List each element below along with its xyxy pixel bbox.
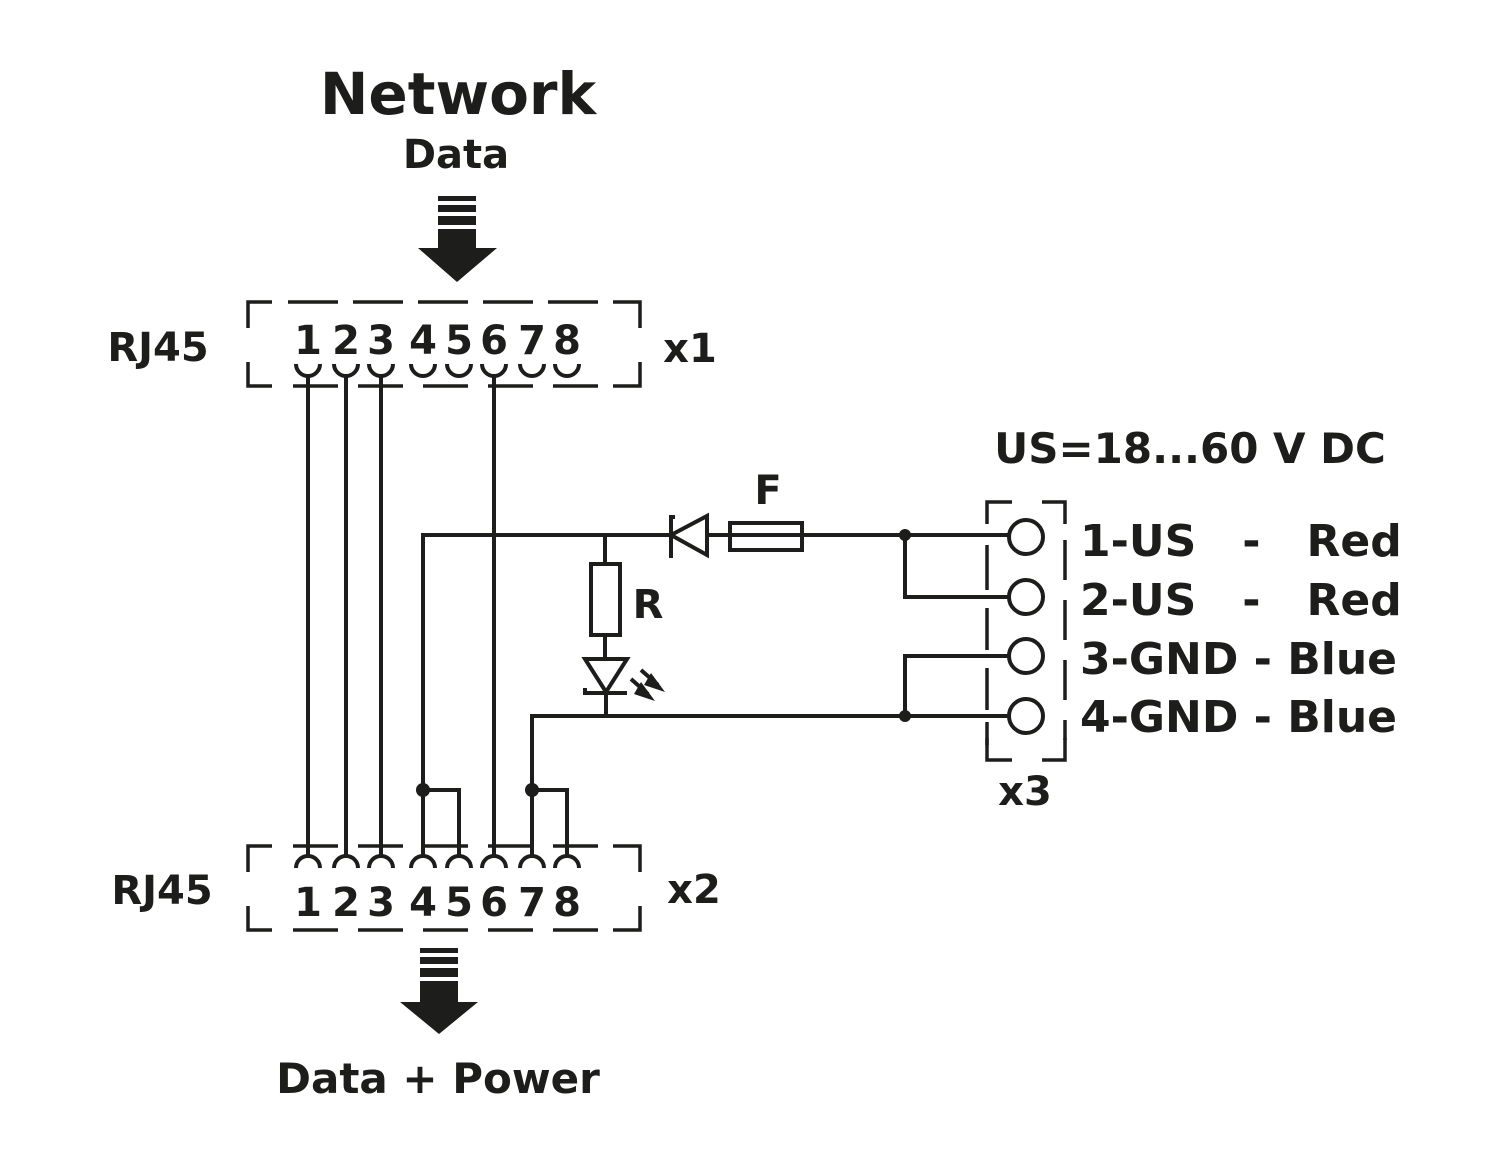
x1-pin-number: 6 [480, 318, 508, 364]
x1-pin-contact [480, 363, 508, 378]
gnd-rail [525, 654, 1009, 856]
connector-x3 [985, 500, 1067, 762]
junction-dot [899, 710, 911, 722]
terminal-label-2: 2-US - Red [1080, 575, 1402, 626]
junction-dot [525, 783, 539, 797]
junction-dot [899, 529, 911, 541]
terminal-4 [1007, 697, 1045, 735]
x1-pin-number: 8 [553, 318, 581, 364]
x2-pin-contact [294, 854, 322, 869]
subtitle-data: Data [403, 132, 509, 178]
led-icon [581, 657, 665, 716]
x2-pin-number: 7 [518, 880, 546, 926]
x1-pin-contact [409, 363, 437, 378]
terminal-2 [1007, 578, 1045, 616]
x1-pin-contact [445, 363, 473, 378]
x1-pin-number: 5 [445, 318, 473, 364]
terminal-1 [1007, 518, 1045, 556]
x2-pin-contact [445, 854, 473, 869]
terminal-labels: 1-US - Red 2-US - Red 3-GND - Blue 4-GND… [1080, 516, 1402, 743]
x1-pin-number: 4 [409, 318, 437, 364]
x2-pin-contact [480, 854, 508, 869]
arrow-down-icon [400, 948, 478, 1034]
bottom-label-data-power: Data + Power [276, 1054, 600, 1103]
title-network: Network [320, 60, 598, 128]
x2-pin-contact [409, 854, 437, 869]
terminal-label-3: 3-GND - Blue [1080, 634, 1397, 685]
x1-pin-number: 3 [367, 318, 395, 364]
data-wires [306, 376, 496, 856]
resistor-symbol [589, 535, 622, 658]
x2-pin-number: 2 [332, 880, 360, 926]
diode-symbol [666, 512, 709, 559]
x2-pin-contact [332, 854, 360, 869]
resistor-label: R [633, 582, 664, 628]
x2-designator: x2 [667, 867, 721, 913]
x2-type-label: RJ45 [111, 868, 212, 914]
x1-type-label: RJ45 [107, 325, 208, 371]
us-rail [416, 529, 1009, 856]
x2-pin-number: 4 [409, 880, 437, 926]
x2-pin-number: 3 [367, 880, 395, 926]
x2-pin-contact [518, 854, 546, 869]
supply-voltage-label: US=18...60 V DC [994, 424, 1386, 473]
terminal-label-4: 4-GND - Blue [1080, 692, 1397, 743]
x1-pin-contact [332, 363, 360, 378]
x2-pin-contact [367, 854, 395, 869]
x2-pin-number: 6 [480, 880, 508, 926]
fuse-label: F [754, 468, 781, 514]
terminal-label-1: 1-US - Red [1080, 516, 1402, 567]
x1-designator: x1 [663, 326, 717, 372]
x1-pin-contact [367, 363, 395, 378]
x1-pin-number: 1 [294, 318, 322, 364]
x2-pin-number: 1 [294, 880, 322, 926]
x1-pin-contact [518, 363, 546, 378]
fuse-symbol [728, 521, 804, 552]
x2-pin-number: 5 [445, 880, 473, 926]
x3-designator: x3 [998, 769, 1052, 815]
junction-dot [416, 783, 430, 797]
x2-pin-contact [553, 854, 581, 869]
arrow-down-icon [418, 196, 497, 282]
x1-pin-number: 2 [332, 318, 360, 364]
x2-pin-number: 8 [553, 880, 581, 926]
x1-pin-number: 7 [518, 318, 546, 364]
x1-pin-contact [553, 363, 581, 378]
x1-pin-contact [294, 363, 322, 378]
terminal-3 [1007, 637, 1045, 675]
